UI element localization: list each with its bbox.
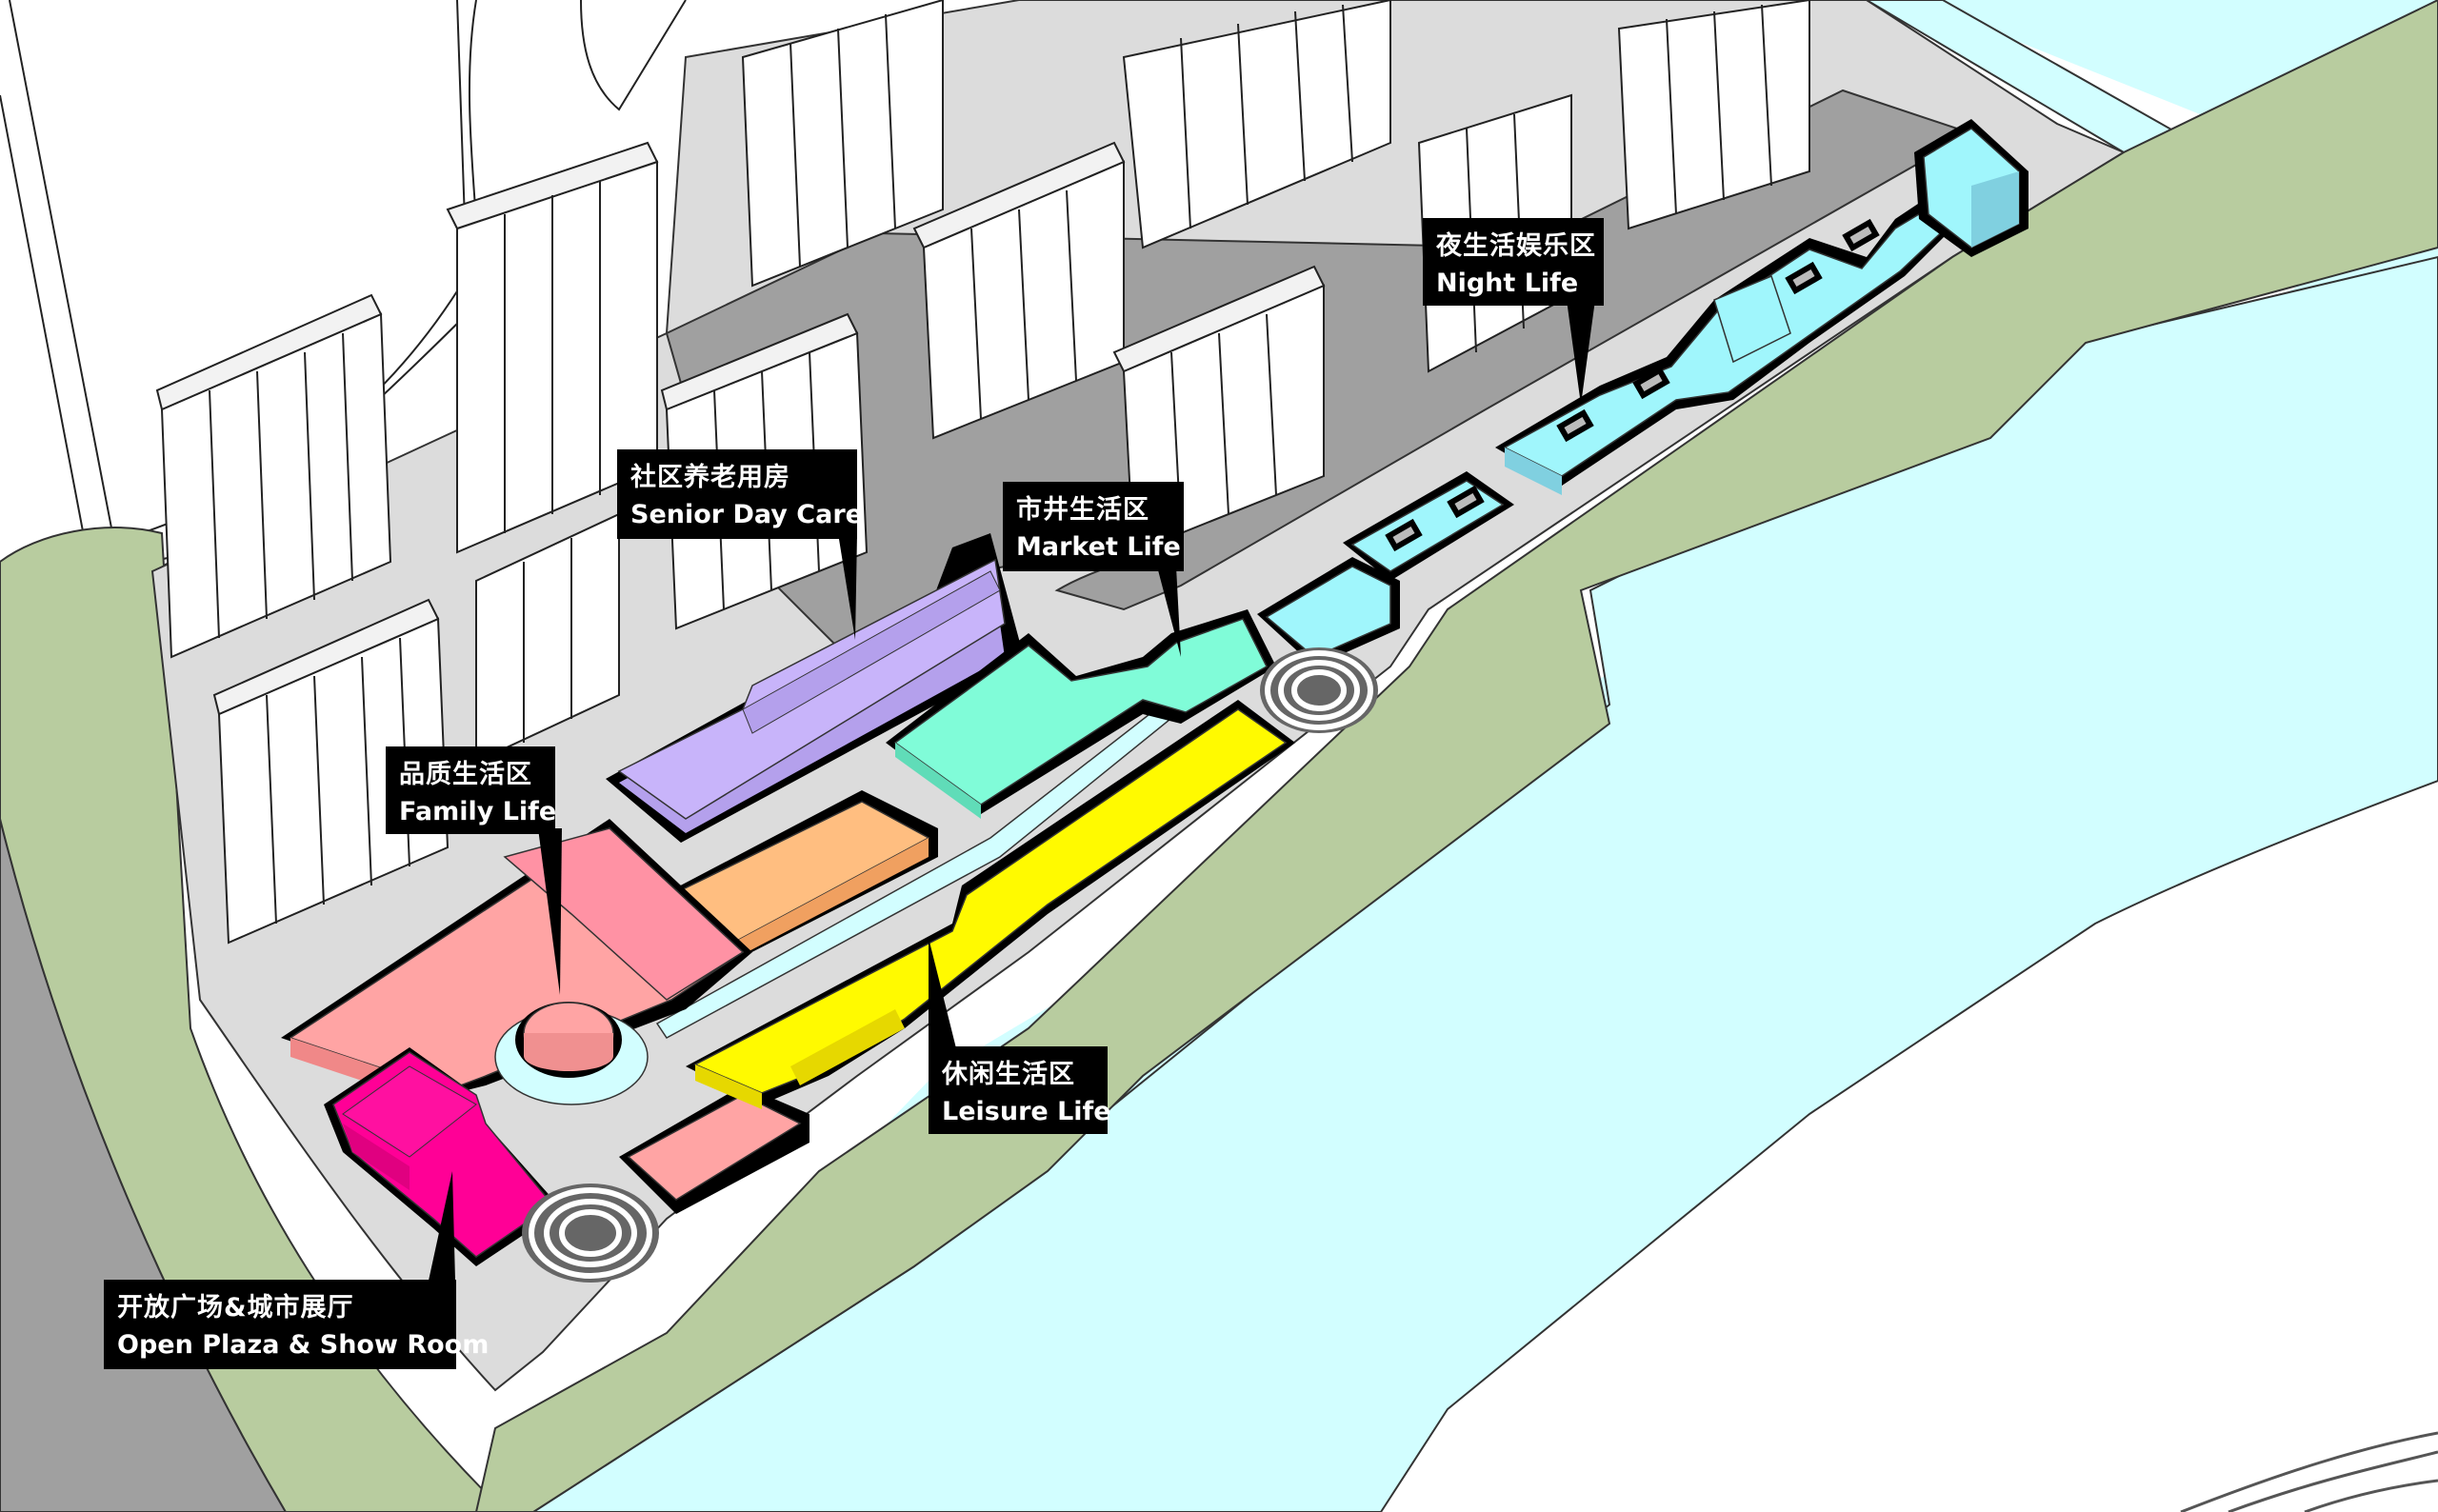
label-market-zh: 市井生活区 <box>1016 495 1149 525</box>
zone-family-orange-block <box>671 790 938 962</box>
tower-group-8 <box>1122 0 1391 249</box>
pointer-leisure <box>929 938 957 1052</box>
label-night-life: 夜生活娱乐区 Night Life <box>1423 218 1604 306</box>
label-market-life: 市井生活区 Market Life <box>1003 482 1184 571</box>
zone-night-life-blocks <box>1257 119 2028 666</box>
zone-family-life-blocks <box>281 819 809 1214</box>
tower-group-11 <box>1617 0 1810 230</box>
zone-senior-day-care-block <box>606 533 1024 843</box>
label-market-en: Market Life <box>1016 532 1181 563</box>
pointer-market <box>1157 567 1181 657</box>
label-leisure-en: Leisure Life <box>942 1097 1111 1127</box>
green-bank-main <box>474 0 2438 1512</box>
pointer-plaza <box>429 1171 455 1281</box>
label-family-life: 品质生活区 Family Life <box>386 746 557 834</box>
tower-group-1 <box>155 293 392 659</box>
fountain-upper <box>1260 647 1378 733</box>
label-leisure-zh: 休闲生活区 <box>942 1060 1075 1089</box>
zone-leisure-life-block <box>686 700 1295 1109</box>
zone-market-life-block <box>886 609 1276 819</box>
label-senior-zh: 社区养老用房 <box>630 463 790 492</box>
tower-group-2 <box>446 141 659 554</box>
pointer-night <box>1567 300 1595 405</box>
rail-lines <box>2180 1431 2438 1512</box>
green-bank-left <box>0 527 507 1512</box>
label-senior-en: Senior Day Care <box>630 500 863 530</box>
label-pointers <box>429 300 1595 1281</box>
tower-group-6 <box>741 0 944 288</box>
label-night-en: Night Life <box>1436 269 1579 299</box>
label-family-zh: 品质生活区 <box>399 760 532 789</box>
residential-towers <box>155 0 1810 945</box>
tower-group-3 <box>212 598 450 945</box>
pointer-family <box>538 828 562 995</box>
label-night-zh: 夜生活娱乐区 <box>1436 231 1596 261</box>
label-family-en: Family Life <box>399 797 557 827</box>
fountain-lower <box>522 1184 659 1283</box>
label-plaza-en: Open Plaza & Show Room <box>117 1330 490 1361</box>
pointer-senior <box>838 533 857 640</box>
label-leisure-life: 休闲生活区 Leisure Life <box>929 1046 1111 1134</box>
label-open-plaza-show-room: 开放广场&城市展厅 Open Plaza & Show Room <box>104 1280 490 1369</box>
tower-group-4 <box>475 512 620 764</box>
label-plaza-zh: 开放广场&城市展厅 <box>117 1293 354 1323</box>
label-senior-day-care: 社区养老用房 Senior Day Care <box>617 449 863 539</box>
